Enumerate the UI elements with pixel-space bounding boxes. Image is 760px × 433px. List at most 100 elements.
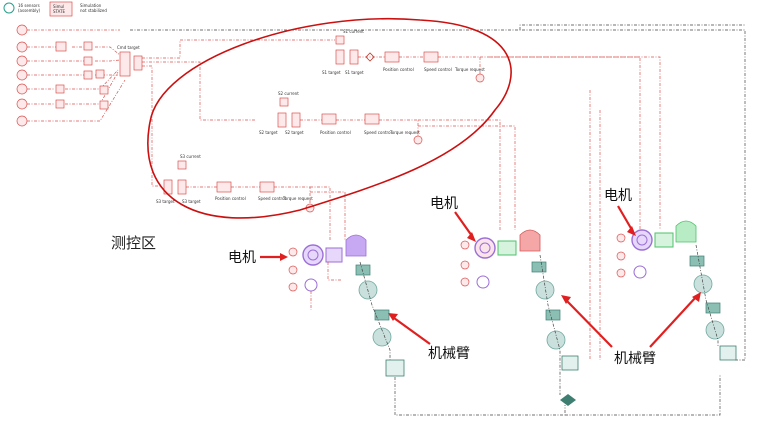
arm2-encoder-icon[interactable]	[477, 276, 489, 288]
cmd-mux-block[interactable]	[120, 52, 130, 76]
sum-block-2[interactable]	[84, 57, 92, 65]
cmd-demux-block[interactable]	[134, 56, 142, 70]
s1-target-block-2[interactable]	[350, 50, 358, 64]
arm3-joint-1[interactable]	[690, 256, 704, 266]
s1-target-label: S1 target	[322, 70, 341, 75]
arm3-link-2[interactable]	[706, 321, 724, 339]
arm1-encoder-icon[interactable]	[305, 279, 317, 291]
motor-label-2: 电机	[430, 196, 458, 212]
s2-target-label-2: S2 target	[285, 130, 304, 135]
s2-position-label: Position control	[320, 130, 351, 135]
s2-target-label: S2 target	[259, 130, 278, 135]
signal-source-6-icon[interactable]	[17, 116, 27, 126]
s2-current-label: S2 current	[278, 91, 299, 96]
arm1-base[interactable]	[386, 360, 404, 376]
arm2-base[interactable]	[562, 356, 578, 370]
gain-block[interactable]	[56, 42, 66, 51]
s3-position-label: Position control	[215, 196, 246, 201]
s3-position-controller[interactable]	[217, 182, 231, 192]
arm2-sensor-a-icon[interactable]	[461, 241, 469, 249]
arm2-joint-1[interactable]	[532, 262, 546, 272]
source-column	[17, 25, 27, 126]
controller-chain-3: S3 current S3 target S3 target Position …	[142, 66, 345, 240]
s3-target-block-2[interactable]	[178, 180, 186, 194]
robot-arm-2	[461, 230, 578, 406]
s3-current-block[interactable]	[178, 161, 186, 169]
controller-chain-2: S2 current S2 target S2 target Position …	[142, 62, 515, 230]
s2-motor-icon[interactable]	[414, 136, 422, 144]
arm3-hand[interactable]	[676, 221, 696, 242]
arm3-encoder-icon[interactable]	[634, 266, 646, 278]
motor-arrowhead-2	[467, 232, 476, 242]
arm1-sensor-a-icon[interactable]	[289, 248, 297, 256]
arm2-link-1[interactable]	[536, 281, 554, 299]
s1-speed-controller[interactable]	[424, 52, 438, 62]
cmd-target-label: Cmd target	[117, 45, 140, 50]
sum-block-7[interactable]	[100, 101, 108, 109]
arm1-sensor-c-icon[interactable]	[289, 283, 297, 291]
motor-arrow-2	[455, 212, 472, 236]
robot-arm-arrow-3	[650, 297, 696, 347]
arm1-hand[interactable]	[346, 235, 366, 256]
s1-speed-label: Speed control	[424, 67, 452, 72]
header: 16 sensors (assembly) Simul STATE Simula…	[4, 2, 107, 16]
s1-target-block[interactable]	[336, 50, 344, 64]
s1-motor-icon[interactable]	[476, 74, 484, 82]
arm3-sensor-b-icon[interactable]	[617, 252, 625, 260]
sum-block-6[interactable]	[100, 86, 108, 94]
s3-speed-controller[interactable]	[260, 182, 274, 192]
s3-torque-label: Torque request	[282, 196, 313, 201]
s2-speed-label: Speed control	[364, 130, 392, 135]
arm2-hand[interactable]	[520, 230, 540, 251]
s2-target-block[interactable]	[278, 113, 286, 127]
arm3-base[interactable]	[720, 346, 736, 360]
test-area-label: 测控区	[111, 234, 156, 252]
robot-arm-3	[617, 221, 736, 360]
arm3-gearbox[interactable]	[655, 233, 673, 247]
tool-icon[interactable]	[4, 3, 14, 13]
signal-source-3-icon[interactable]	[17, 70, 27, 80]
s2-position-controller[interactable]	[322, 114, 336, 124]
arm2-joint-2[interactable]	[546, 310, 560, 320]
arm3-motor-icon[interactable]	[632, 230, 652, 250]
arm2-motor-icon[interactable]	[475, 238, 495, 258]
robot-arm-1	[289, 235, 404, 376]
annotations: 测控区 电机 电机 电机 机械臂 机械臂	[111, 188, 701, 367]
s3-speed-label: Speed control	[258, 196, 286, 201]
signal-source-4-icon[interactable]	[17, 84, 27, 94]
s2-speed-controller[interactable]	[365, 114, 379, 124]
arm2-foot[interactable]	[560, 394, 576, 406]
arm3-sensor-a-icon[interactable]	[617, 234, 625, 242]
arm1-joint-2[interactable]	[375, 310, 389, 320]
sum-block-4[interactable]	[56, 85, 64, 93]
motor-label-1: 电机	[228, 250, 256, 266]
s3-target-label: S3 target	[156, 199, 175, 204]
arm1-gearbox[interactable]	[326, 248, 342, 262]
mux-small[interactable]	[96, 70, 104, 78]
header-note-line2: not stabilized	[80, 8, 107, 13]
s1-torque-label: Torque request	[454, 67, 485, 72]
arm2-sensor-b-icon[interactable]	[461, 261, 469, 269]
s2-torque-label: Torque request	[389, 130, 420, 135]
sum-block-5[interactable]	[56, 100, 64, 108]
arm1-sensor-b-icon[interactable]	[289, 266, 297, 274]
s1-position-label: Position control	[383, 67, 414, 72]
s1-current-block[interactable]	[336, 36, 344, 44]
s2-target-block-2[interactable]	[292, 113, 300, 127]
arm1-motor-icon[interactable]	[303, 245, 323, 265]
arm2-sensor-c-icon[interactable]	[461, 278, 469, 286]
s3-target-label-2: S3 target	[182, 199, 201, 204]
arm3-sensor-c-icon[interactable]	[617, 269, 625, 277]
robot-arm-label-2: 机械臂	[614, 351, 656, 367]
sum-block-1[interactable]	[84, 42, 92, 50]
arm2-link-2[interactable]	[547, 331, 565, 349]
sum-block-3[interactable]	[84, 71, 92, 79]
s1-position-controller[interactable]	[385, 52, 399, 62]
signal-source-2-icon[interactable]	[17, 56, 27, 66]
signal-source-5-icon[interactable]	[17, 99, 27, 109]
arm2-gearbox[interactable]	[498, 241, 516, 255]
robot-arm-arrow-2	[566, 300, 612, 347]
clock-source-icon[interactable]	[17, 25, 27, 35]
signal-source-1-icon[interactable]	[17, 42, 27, 52]
s2-current-block[interactable]	[280, 98, 288, 106]
